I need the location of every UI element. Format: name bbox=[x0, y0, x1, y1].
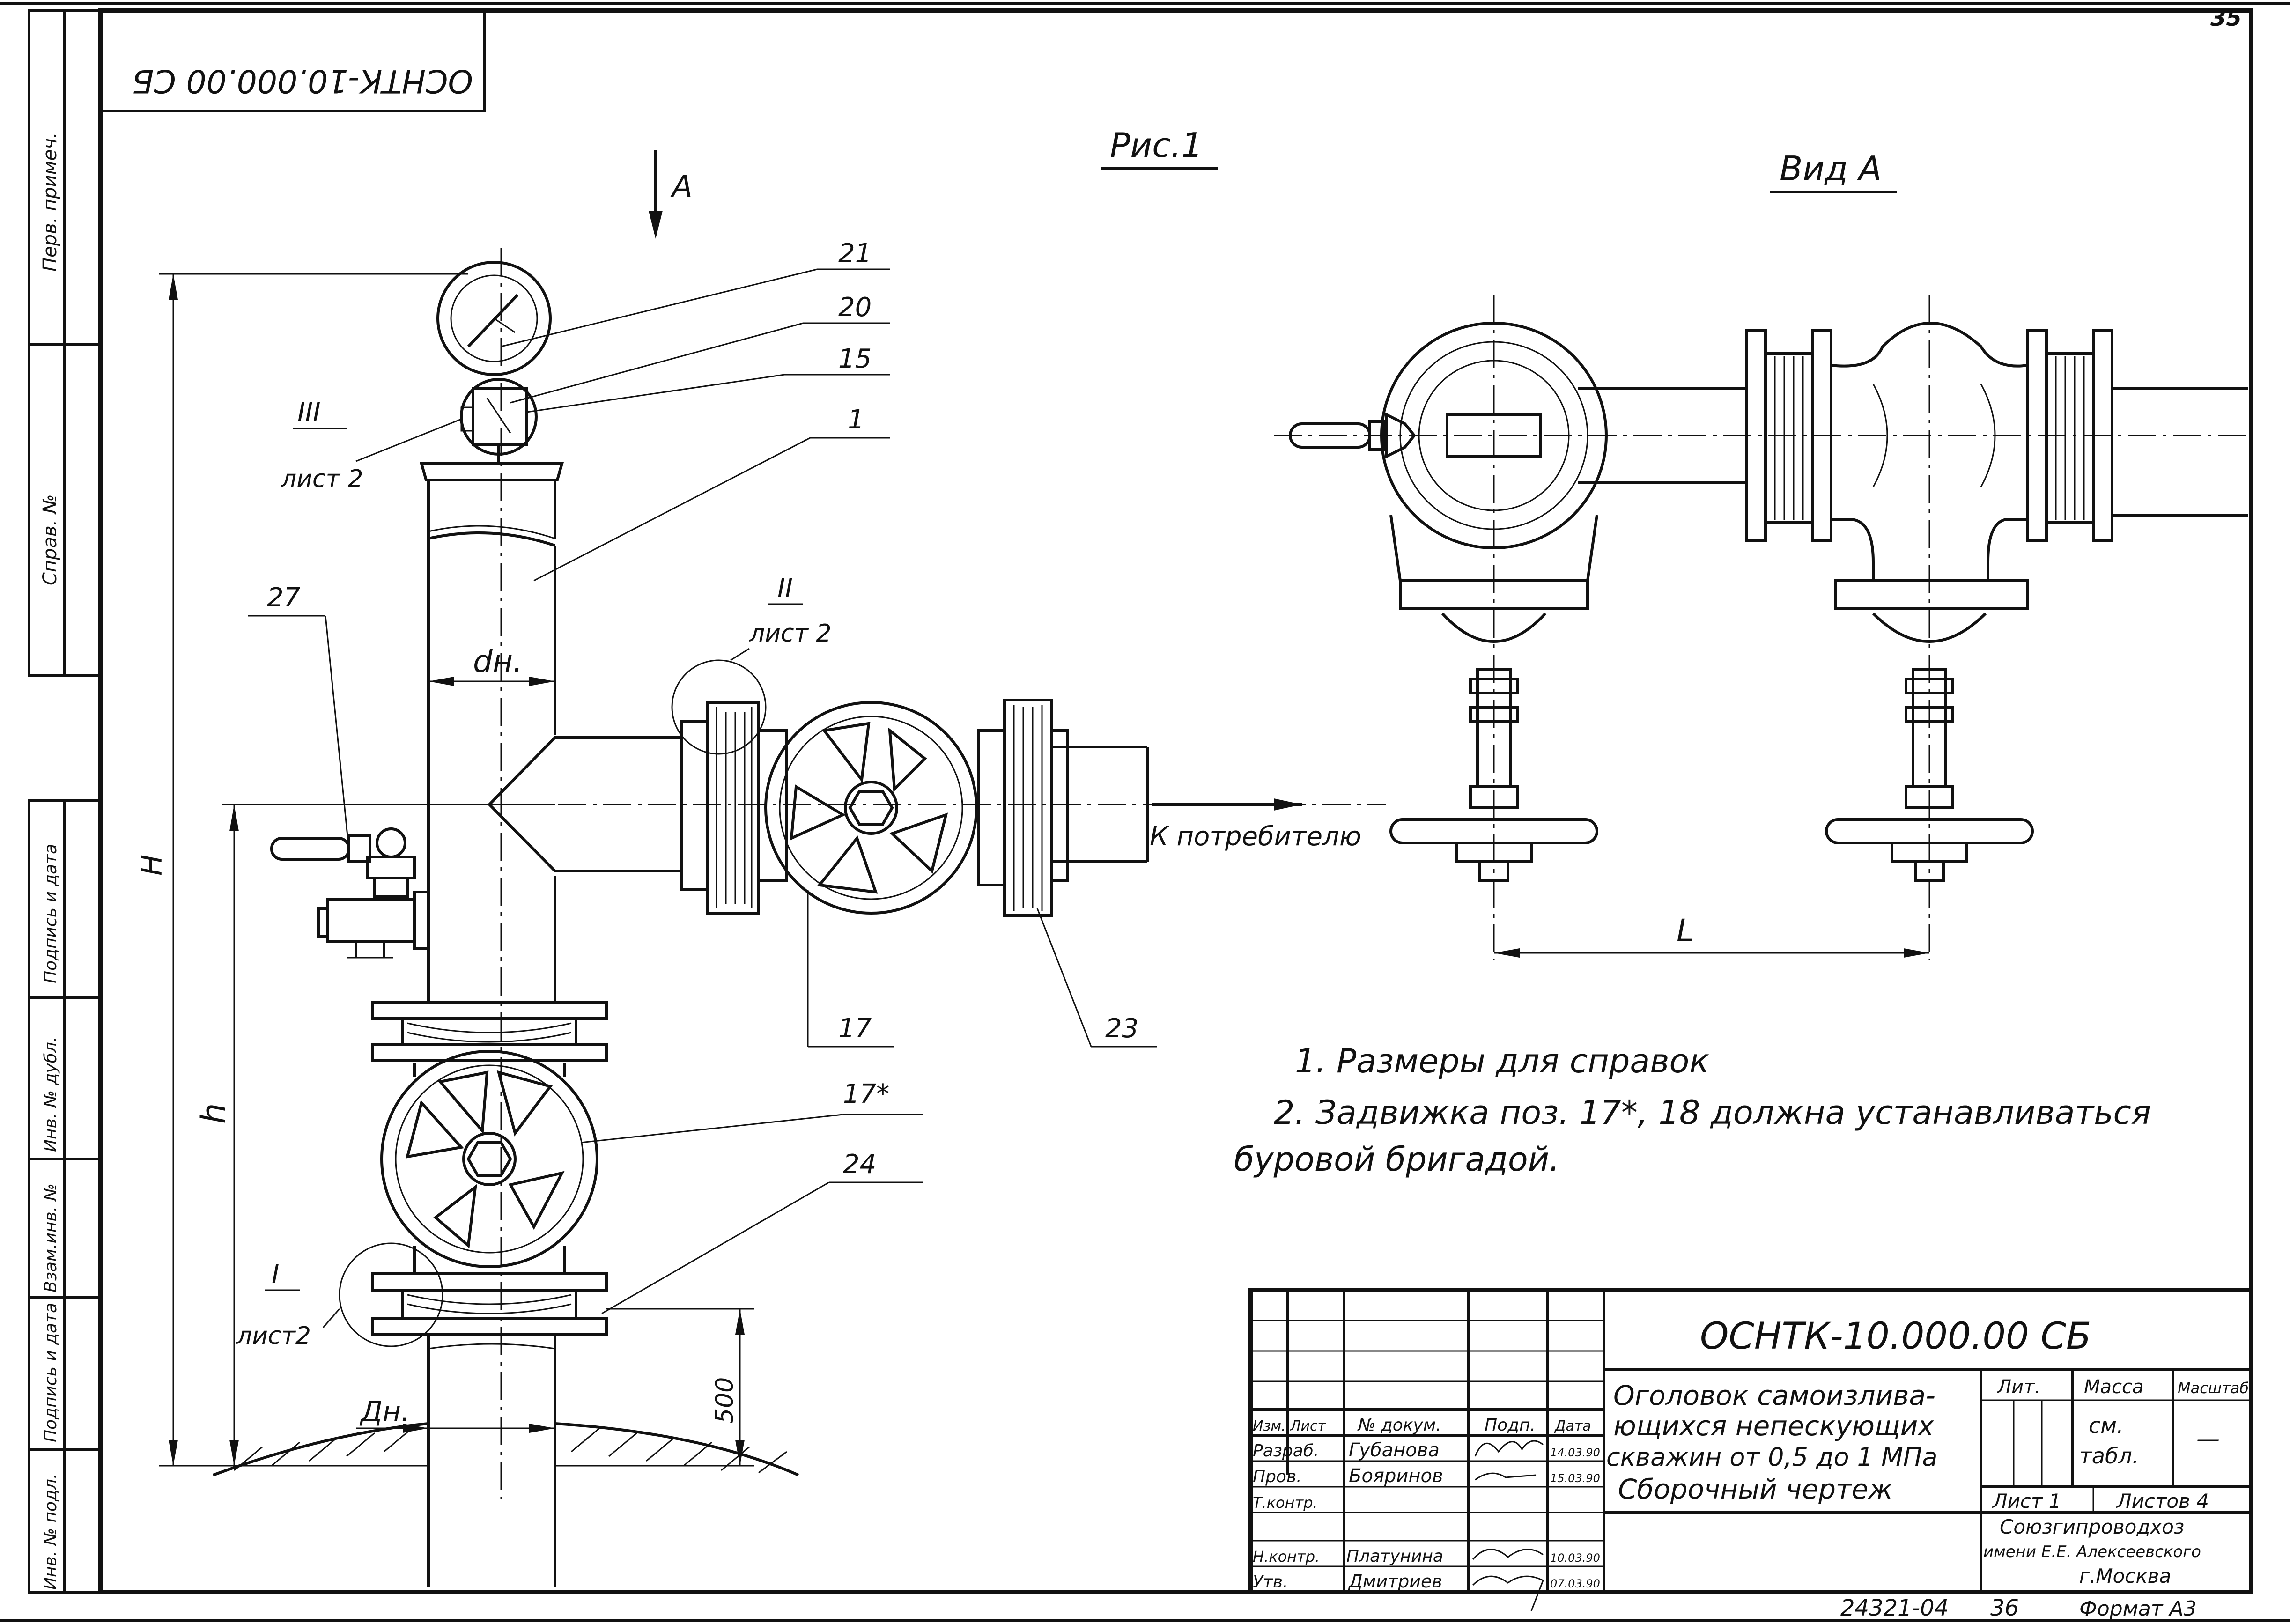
detail-ref-I: I лист2 bbox=[236, 1259, 340, 1350]
tb-name-line-2: ющихся непескующих bbox=[1613, 1410, 1934, 1442]
side-cell-original-inv: Инв. № подл. bbox=[41, 1474, 60, 1590]
tb-mass-label: Масса bbox=[2084, 1376, 2144, 1398]
leader-15: 15 bbox=[838, 344, 872, 374]
front-view: К потребителю bbox=[212, 248, 1386, 1587]
dimension-h-total: H bbox=[136, 273, 468, 1467]
dim-h-label: h bbox=[194, 1103, 233, 1124]
tb-sheet-label: Лист 1 bbox=[1992, 1490, 2061, 1513]
tb-mass-value-2: табл. bbox=[2079, 1443, 2139, 1469]
tb-date-1: 15.03.90 bbox=[1550, 1472, 1600, 1485]
signature-mark-4 bbox=[1472, 1575, 1544, 1611]
detail-ref-II-num: II bbox=[777, 573, 793, 604]
side-cell-signature-date-1: Подпись и дата bbox=[41, 844, 60, 983]
detail-ref-I-num: I bbox=[272, 1259, 280, 1290]
side-cell-dup-inv: Инв. № дубл. bbox=[41, 1037, 60, 1152]
tb-sheets-label: Листов 4 bbox=[2116, 1490, 2209, 1513]
signature-mark-1 bbox=[1474, 1440, 1544, 1457]
leader-20: 20 bbox=[838, 292, 872, 323]
page-number: 35 bbox=[2210, 5, 2242, 31]
tb-role-2: Т.контр. bbox=[1253, 1494, 1318, 1512]
dim-L-label: L bbox=[1677, 913, 1694, 949]
tb-header-date: Дата bbox=[1554, 1418, 1591, 1434]
signature-mark-2 bbox=[1475, 1472, 1537, 1481]
side-cell-signature-date-2: Подпись и дата bbox=[41, 1303, 60, 1442]
tb-role-5: Утв. bbox=[1253, 1572, 1288, 1592]
tb-date-4: 10.03.90 bbox=[1550, 1551, 1600, 1565]
tb-header-change: Изм. bbox=[1253, 1418, 1286, 1434]
side-stamp: Перв. примеч. Справ. № Подпись и дата Ин… bbox=[28, 9, 102, 1594]
leaders: 21 20 15 1 27 17 23 17* 24 bbox=[248, 238, 1157, 1314]
tb-name-1: Бояринов bbox=[1349, 1465, 1443, 1487]
tb-role-1: Пров. bbox=[1253, 1467, 1302, 1486]
tb-name-line-1: Оголовок самоизлива- bbox=[1613, 1380, 1935, 1411]
tb-date-0: 14.03.90 bbox=[1550, 1446, 1600, 1459]
tb-name-0: Губанова bbox=[1349, 1439, 1440, 1461]
leader-17-star: 17* bbox=[843, 1079, 889, 1109]
tb-scale-value: — bbox=[2196, 1425, 2220, 1453]
detail-ref-I-sheet: лист2 bbox=[236, 1322, 311, 1350]
detail-ref-II-sheet: лист 2 bbox=[749, 620, 832, 648]
side-cell-primary-use: Перв. примеч. bbox=[39, 132, 61, 272]
view-a: L bbox=[1274, 295, 2253, 960]
tb-name-5: Дмитриев bbox=[1348, 1571, 1442, 1592]
side-cell-replace-inv: Взам.инв. № bbox=[41, 1183, 60, 1292]
figure-title: Рис.1 bbox=[1110, 125, 1203, 165]
bottom-number: 24321-04 bbox=[1840, 1595, 1949, 1621]
tb-name-4: Платунина bbox=[1346, 1547, 1443, 1566]
leader-24: 24 bbox=[843, 1149, 876, 1180]
tb-mass-value-1: см. bbox=[2089, 1413, 2124, 1438]
detail-ref-II: II лист 2 bbox=[730, 573, 832, 661]
dimension-dn: dн. bbox=[428, 643, 555, 686]
tb-header-sign: Подп. bbox=[1485, 1416, 1536, 1435]
tb-org-line-2: имени Е.Е. Алексеевского bbox=[1983, 1543, 2201, 1561]
notes: 1. Размеры для справок 2. Задвижка поз. … bbox=[1234, 1042, 2151, 1179]
leader-21: 21 bbox=[838, 238, 872, 269]
view-arrow-a-label: А bbox=[670, 170, 693, 204]
tb-header-docnum: № докум. bbox=[1357, 1416, 1441, 1435]
tb-name-line-4: Сборочный чертеж bbox=[1618, 1473, 1893, 1505]
note-1: 1. Размеры для справок bbox=[1295, 1042, 1709, 1080]
dim-H-label: H bbox=[136, 855, 169, 876]
tb-designation: ОСНТК-10.000.00 СБ bbox=[1700, 1315, 2091, 1358]
title-block: ОСНТК-10.000.00 СБ Изм. Лист № докум. По… bbox=[1248, 1288, 2253, 1611]
tb-scale-label: Масштаб bbox=[2178, 1379, 2249, 1397]
tb-date-5: 07.03.90 bbox=[1550, 1577, 1600, 1590]
leader-23: 23 bbox=[1105, 1013, 1138, 1044]
dim-Dn-label: Дн. bbox=[359, 1395, 410, 1428]
note-3: буровой бригадой. bbox=[1234, 1140, 1559, 1179]
leader-17: 17 bbox=[838, 1013, 872, 1044]
view-arrow-a: А bbox=[649, 150, 693, 239]
consumer-label: К потребителю bbox=[1150, 821, 1361, 852]
tb-role-4: Н.контр. bbox=[1253, 1548, 1320, 1565]
detail-ref-III: III лист 2 bbox=[281, 398, 462, 493]
dim-dn-label: dн. bbox=[473, 643, 523, 679]
dimension-500: 500 bbox=[555, 1308, 754, 1467]
code-stamp: ОСНТК-10.000.00 СБ bbox=[99, 9, 486, 112]
dimension-h: h bbox=[194, 804, 489, 1466]
leader-27: 27 bbox=[267, 583, 301, 613]
bottom-sheet: 36 bbox=[1990, 1595, 2019, 1621]
signature-mark-3 bbox=[1472, 1549, 1544, 1560]
detail-ref-III-num: III bbox=[297, 398, 321, 428]
tb-header-sheet: Лист bbox=[1290, 1418, 1327, 1434]
tb-org-line-1: Союзгипроводхоз bbox=[2000, 1515, 2184, 1538]
detail-ref-III-sheet: лист 2 bbox=[281, 465, 363, 493]
dimension-Dn: Дн. bbox=[356, 1395, 555, 1433]
view-a-title: Вид А bbox=[1780, 149, 1882, 188]
note-2: 2. Задвижка поз. 17*, 18 должна устанавл… bbox=[1274, 1093, 2151, 1132]
code-stamp-text: ОСНТК-10.000.00 СБ bbox=[132, 62, 473, 99]
tb-lit-label: Лит. bbox=[1996, 1376, 2040, 1398]
side-cell-reference-no: Справ. № bbox=[39, 494, 61, 585]
leader-1: 1 bbox=[848, 405, 864, 435]
dim-500-label: 500 bbox=[711, 1377, 739, 1424]
tb-org-line-3: г.Москва bbox=[2079, 1565, 2171, 1587]
tb-name-line-3: скважин от 0,5 до 1 МПа bbox=[1606, 1442, 1937, 1472]
format-label: Формат А3 bbox=[2079, 1597, 2197, 1621]
tb-role-0: Разраб. bbox=[1253, 1441, 1319, 1461]
